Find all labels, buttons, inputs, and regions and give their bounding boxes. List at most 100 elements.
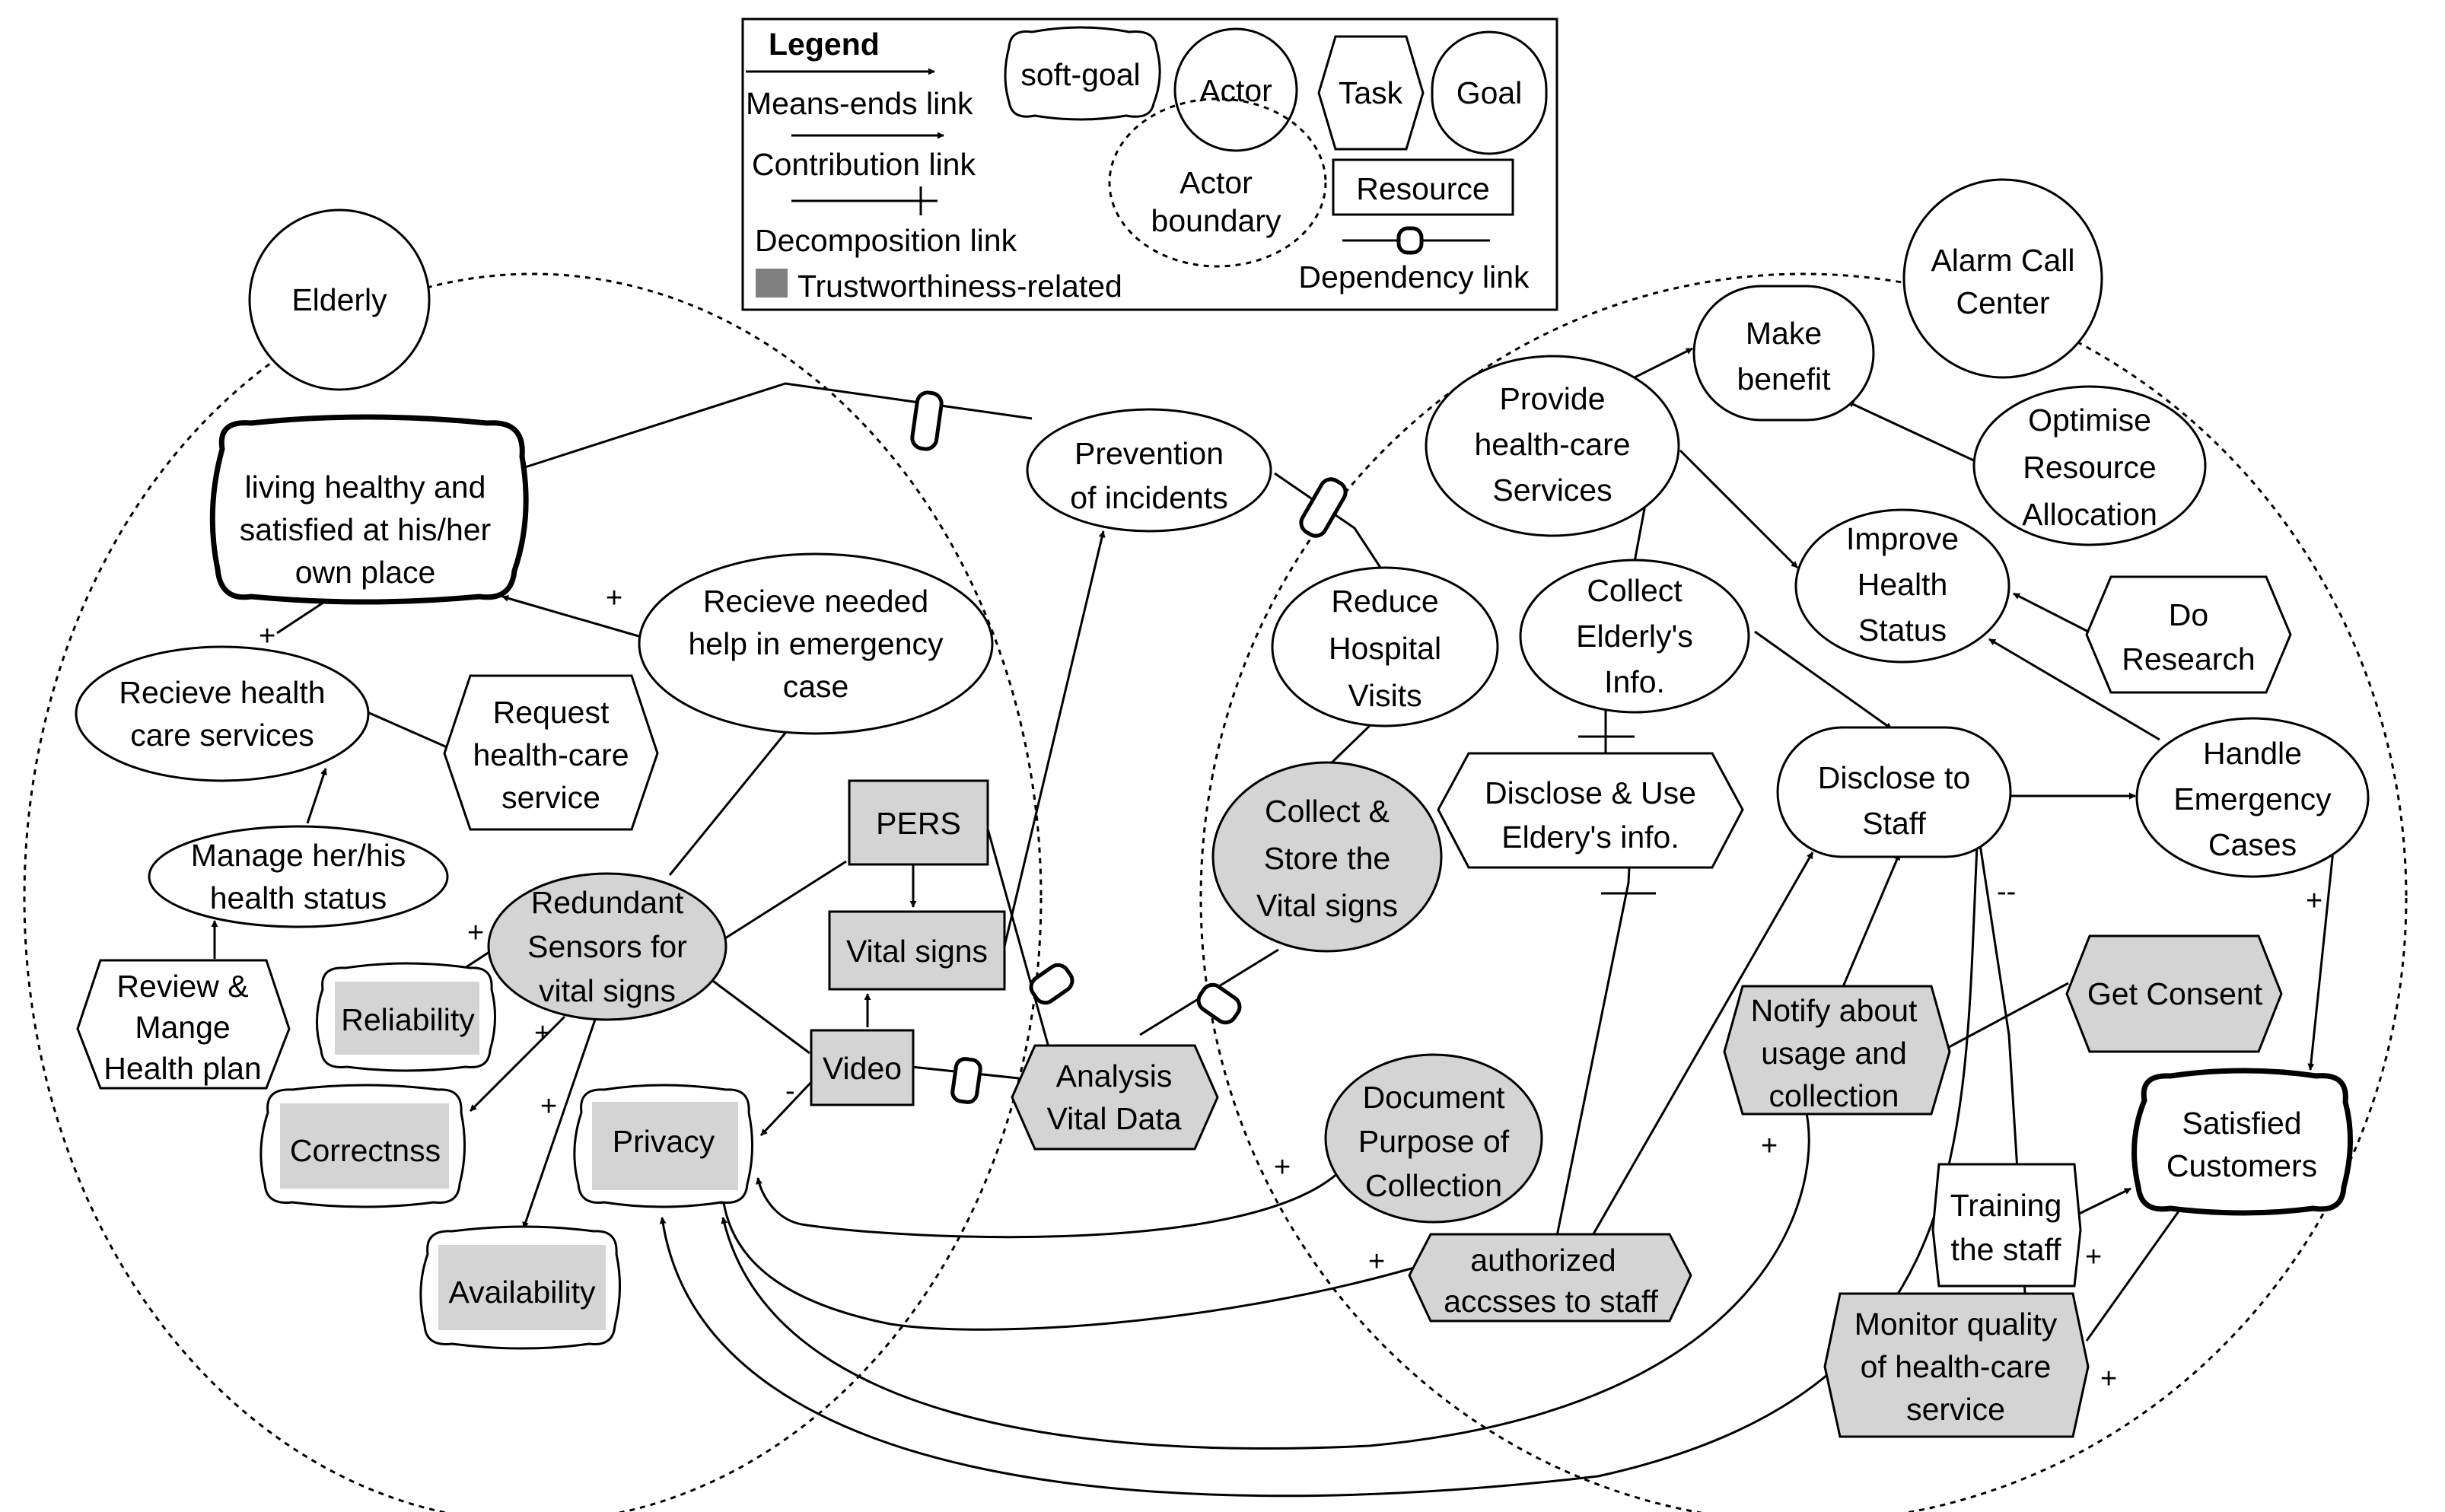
reliability-label: Reliability: [341, 1002, 475, 1037]
legend-boundary-line2: boundary: [1151, 203, 1281, 238]
link-disclose-privacy: [659, 845, 1979, 1498]
legend: Legend Means-ends link Contribution link…: [741, 18, 1558, 311]
document-purpose-goal: [1324, 1053, 1543, 1224]
provide-line3: Services: [1492, 473, 1612, 508]
legend-actor-circle: [1173, 27, 1298, 152]
mark-plus-help: +: [606, 582, 622, 614]
link-redundant-availability: [522, 1019, 597, 1229]
satisfied-line1: Satisfied: [2182, 1106, 2301, 1141]
link-monitor-satisfied: [2085, 1203, 2186, 1342]
review-line1: Review &: [116, 969, 248, 1004]
trust-swatch: [756, 269, 788, 298]
review-line3: Health plan: [103, 1051, 261, 1086]
collect-info-line3: Info.: [1604, 664, 1665, 699]
optimise-line2: Resource: [2023, 450, 2156, 485]
training-staff-task: [1931, 1163, 2082, 1288]
reliability-shade: [335, 982, 479, 1055]
recieve-health-line2: care services: [130, 718, 314, 753]
satisfied-line2: Customers: [2166, 1148, 2317, 1183]
reduce-line3: Visits: [1348, 678, 1421, 713]
analysis-line1: Analysis: [1056, 1058, 1173, 1093]
get-consent-label: Get Consent: [2087, 976, 2263, 1011]
disclose-use-line2: Eldery's info.: [1501, 820, 1679, 855]
reduce-line1: Reduce: [1331, 584, 1438, 619]
link-help-living: [501, 594, 645, 639]
video-resource: [810, 1029, 915, 1106]
link-optimise-benefit: [1847, 400, 1979, 464]
manage-health-status-goal: [148, 825, 449, 928]
collect-store-line1: Collect &: [1265, 794, 1390, 829]
privacy-label: Privacy: [613, 1124, 715, 1159]
recieve-help-line3: case: [783, 669, 849, 704]
legend-goal: Goal: [1456, 75, 1523, 110]
link-vital-prevention: [1001, 530, 1106, 953]
authorized-access-task: [1408, 1233, 1692, 1323]
handle-emergency-goal: [2135, 717, 2370, 878]
document-line3: Collection: [1365, 1168, 1502, 1203]
do-research-task: [2085, 575, 2292, 694]
link-authorized-privacy: [720, 1197, 1415, 1331]
redundant-line2: Sensors for: [527, 929, 687, 964]
correctness-label: Correctnss: [290, 1133, 441, 1168]
do-research-line2: Research: [2122, 641, 2255, 676]
dependency-symbol-pers: [1029, 963, 1074, 1005]
optimise-line3: Allocation: [2022, 497, 2157, 532]
redundant-line3: vital signs: [539, 973, 676, 1008]
mark-minus-video: -: [785, 1075, 795, 1107]
link-request-recieve: [360, 708, 451, 750]
dependency-symbol-analysis: [1196, 982, 1242, 1025]
legend-resource-shape: [1332, 158, 1514, 216]
make-benefit-goal: [1692, 285, 1875, 422]
improve-line3: Status: [1858, 613, 1947, 648]
dependency-sample-symbol: [1396, 226, 1424, 255]
improve-line1: Improve: [1846, 521, 1959, 556]
request-line2: health-care: [473, 737, 629, 772]
legend-resource: Resource: [1356, 171, 1489, 206]
elderly-actor-label: Elderly: [291, 282, 387, 317]
recieve-help-line1: Recieve needed: [703, 584, 928, 619]
legend-task: Task: [1339, 75, 1403, 110]
collect-store-line2: Store the: [1264, 841, 1390, 876]
living-healthy-line2: satisfied at his/her: [240, 512, 491, 547]
improve-health-status-goal: [1794, 508, 2010, 664]
handle-line2: Emergency: [2173, 781, 2332, 816]
monitor-line3: service: [1906, 1392, 2005, 1427]
do-research-line1: Do: [2169, 597, 2208, 632]
link-redundant-help: [668, 719, 797, 876]
legend-trust: Trustworthiness-related: [797, 269, 1122, 304]
review-line2: Mange: [135, 1010, 230, 1045]
mark-double-minus: --: [1997, 876, 2016, 908]
alarm-center-label-line2: Center: [1956, 285, 2049, 320]
optimise-resource-goal: [1972, 385, 2207, 546]
recieve-help-line2: help in emergency: [688, 626, 944, 661]
mark-plus-handle: +: [2306, 885, 2322, 917]
link-video-redundant: [707, 976, 810, 1055]
collect-elderly-info-goal: [1519, 559, 1750, 714]
legend-contribution: Contribution link: [752, 147, 976, 182]
living-healthy-line1: living healthy and: [245, 470, 486, 505]
mark-plus-availability: +: [540, 1090, 557, 1122]
document-line1: Document: [1363, 1080, 1505, 1115]
mark-plus-document: +: [1274, 1151, 1291, 1183]
alarm-center-actor-boundary: [1199, 272, 2408, 1512]
provide-line1: Provide: [1499, 381, 1605, 416]
living-healthy-softgoal: [209, 414, 529, 605]
alarm-center-actor-circle: [1902, 178, 2103, 379]
recieve-health-line1: Recieve health: [119, 675, 325, 710]
elderly-actor-circle: [248, 208, 431, 391]
collect-store-line3: Vital signs: [1256, 888, 1398, 923]
link-notify-privacy: [721, 1106, 1810, 1450]
link-collect-reduce: [1326, 717, 1379, 769]
disclose-staff-line1: Disclose to: [1818, 760, 1971, 795]
request-health-care-task: [443, 674, 659, 831]
get-consent-task: [2065, 934, 2283, 1053]
vital-signs-resource: [828, 910, 1006, 991]
mark-plus-reliability: +: [467, 917, 484, 949]
dependency-symbol-living: [910, 390, 944, 451]
mark-plus-correctness: +: [534, 1017, 551, 1049]
prevention-line1: Prevention: [1074, 436, 1224, 471]
handle-line1: Handle: [2203, 736, 2302, 771]
vital-signs-label: Vital signs: [846, 934, 988, 969]
legend-title: Legend: [769, 27, 880, 62]
